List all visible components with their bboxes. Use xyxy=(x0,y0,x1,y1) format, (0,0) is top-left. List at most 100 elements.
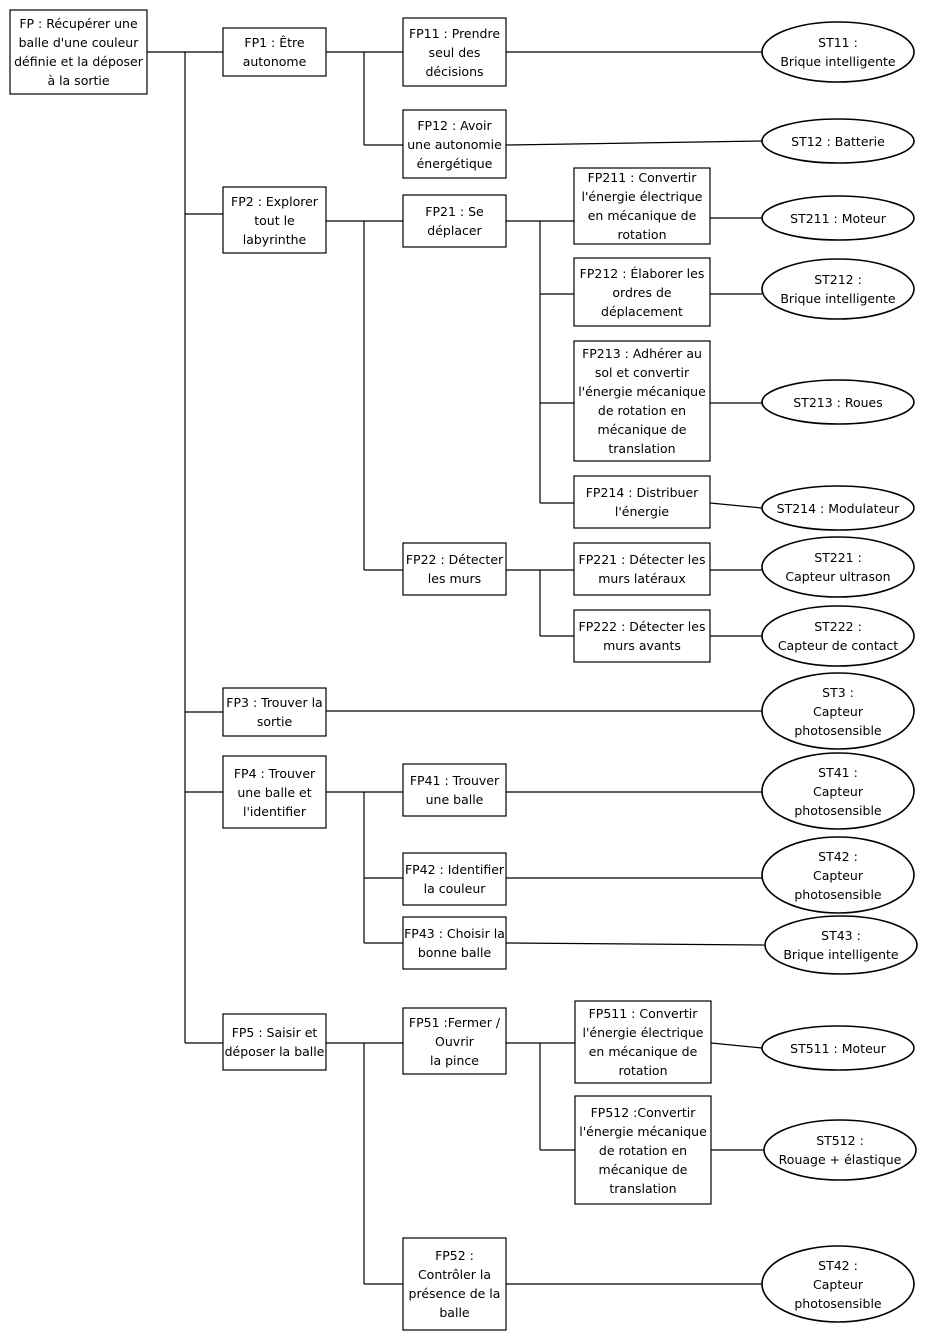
fp22-function-box xyxy=(402,542,507,596)
fp-label-line: balle d'une couleur xyxy=(18,35,139,50)
st41-label-line: photosensible xyxy=(794,802,882,818)
fp211-label-line: FP211 : Convertir xyxy=(587,170,697,185)
fp511-label-line: en mécanique de xyxy=(588,1044,698,1059)
fp213-label: FP213 : Adhérer au sol et convertir l'éner… xyxy=(574,341,710,461)
fp212-label-line: déplacement xyxy=(601,303,683,319)
fp51-label: FP51 :Fermer / Ouvrir la pince xyxy=(403,1008,506,1074)
fp221-label-line: murs latéraux xyxy=(598,571,686,586)
fp11-function-box xyxy=(402,17,507,87)
fp512-label: FP512 :Convertir l'énergie mécanique de ro… xyxy=(575,1096,711,1204)
st213-label: ST213 : Roues xyxy=(762,380,914,424)
st221-label-line: ST221 : xyxy=(814,550,862,565)
fp41-label-line: une balle xyxy=(425,792,484,807)
fp52-label-line: Contrôler la xyxy=(417,1267,492,1282)
st211-label-line: ST211 : Moteur xyxy=(790,210,886,226)
fp212-label-line: ordres de xyxy=(612,284,672,300)
fp12-function-box xyxy=(402,109,507,179)
st222-label: ST222 : Capteur de contact xyxy=(762,606,914,666)
connector-line xyxy=(709,502,763,509)
st211-solution-ellipse xyxy=(761,195,915,241)
st43-label-line: Brique intelligente xyxy=(783,947,899,962)
st512-solution-ellipse xyxy=(763,1119,917,1181)
fp12-label-line: FP12 : Avoir xyxy=(417,117,492,133)
st512-label: ST512 :Rouage + élastique xyxy=(764,1120,916,1180)
connector-line xyxy=(505,140,763,146)
diagram-shapes xyxy=(9,9,918,1331)
fp21-function-box xyxy=(402,194,507,248)
fp51-label-line: FP51 :Fermer / xyxy=(408,1014,501,1030)
st212-label-line: Brique intelligente xyxy=(780,291,896,306)
st11-label-line: ST11 : xyxy=(818,35,858,50)
fp41-function-box xyxy=(402,763,507,817)
st212-solution-ellipse xyxy=(761,258,915,320)
fp221-label-line: FP221 : Détecter les xyxy=(578,552,706,567)
fp1-label-line: FP1 : Être xyxy=(244,35,305,50)
fp213-label-line: l'énergie mécanique xyxy=(578,384,706,399)
fp511-label-line: rotation xyxy=(618,1063,668,1078)
fp213-label-line: de rotation en xyxy=(597,403,687,418)
fp213-function-box xyxy=(573,340,711,462)
fp221-label: FP221 : Détecter les murs latéraux xyxy=(574,543,710,595)
st211-label: ST211 : Moteur xyxy=(762,196,914,240)
st41-label-line: ST41 : xyxy=(818,764,858,780)
fp42-label-line: FP42 : Identifier xyxy=(404,862,505,877)
st222-solution-ellipse xyxy=(761,605,915,667)
st3-solution-ellipse xyxy=(761,672,915,750)
fp211-label-line: en mécanique de xyxy=(587,208,697,223)
fp1-label-line: autonome xyxy=(242,54,307,69)
fp512-label-line: de rotation en xyxy=(598,1142,688,1158)
st3-label: ST3 : Capteur photosensible xyxy=(762,673,914,749)
fp51-label-line: Ouvrir xyxy=(435,1033,474,1049)
fp214-label-line: FP214 : Distribuer xyxy=(585,485,699,500)
fp4-function-box xyxy=(222,755,327,829)
fp2-function-box xyxy=(222,186,327,254)
fp11-label-line: FP11 : Prendre xyxy=(408,25,501,41)
fp211-function-box xyxy=(573,167,711,245)
st42-label-line: photosensible xyxy=(794,886,882,902)
fp43-label-line: FP43 : Choisir la xyxy=(404,926,505,941)
fp213-label-line: sol et convertir xyxy=(594,365,690,380)
st222-label-line: Capteur de contact xyxy=(777,638,899,653)
fp5-function-box xyxy=(222,1013,327,1071)
st12-solution-ellipse xyxy=(761,118,915,164)
fp512-label-line: l'énergie mécanique xyxy=(579,1123,707,1139)
st212-label: ST212 :Brique intelligente xyxy=(762,259,914,319)
st222-label-line: ST222 : xyxy=(814,619,862,634)
connector-lines xyxy=(147,51,766,1285)
fp5-label-line: déposer la balle xyxy=(224,1044,325,1059)
fp-label-line: à la sortie xyxy=(47,73,110,88)
connector-line xyxy=(505,942,766,946)
fp52-function-box xyxy=(402,1237,507,1331)
st3-label-line: ST3 : xyxy=(822,684,854,700)
fp21-label-line: déplacer xyxy=(427,223,482,238)
fp1-label: FP1 : Être autonome xyxy=(223,28,326,76)
fp222-label-line: FP222 : Détecter les xyxy=(578,619,706,634)
st3-label-line: photosensible xyxy=(794,722,882,738)
fp211-label-line: l'énergie électrique xyxy=(581,189,703,204)
fp4-label-line: FP4 : Trouver xyxy=(233,765,316,781)
fp22-label-line: les murs xyxy=(427,571,482,586)
fp211-label: FP211 : Convertir l'énergie électrique en … xyxy=(574,168,710,244)
fp51-label-line: la pince xyxy=(430,1052,479,1068)
fp512-function-box xyxy=(574,1095,712,1205)
fp512-label-line: FP512 :Convertir xyxy=(590,1104,696,1120)
st52-label-line: Capteur xyxy=(813,1276,863,1292)
fp213-label-line: FP213 : Adhérer au xyxy=(582,346,702,361)
fp1-function-box xyxy=(222,27,327,77)
st43-label: ST43 :Brique intelligente xyxy=(765,916,917,974)
fp512-label-line: translation xyxy=(609,1180,677,1196)
st511-solution-ellipse xyxy=(761,1025,915,1071)
fp2-label-line: tout le xyxy=(254,212,295,228)
st11-label-line: Brique intelligente xyxy=(780,54,896,69)
st3-label-line: Capteur xyxy=(813,703,863,719)
